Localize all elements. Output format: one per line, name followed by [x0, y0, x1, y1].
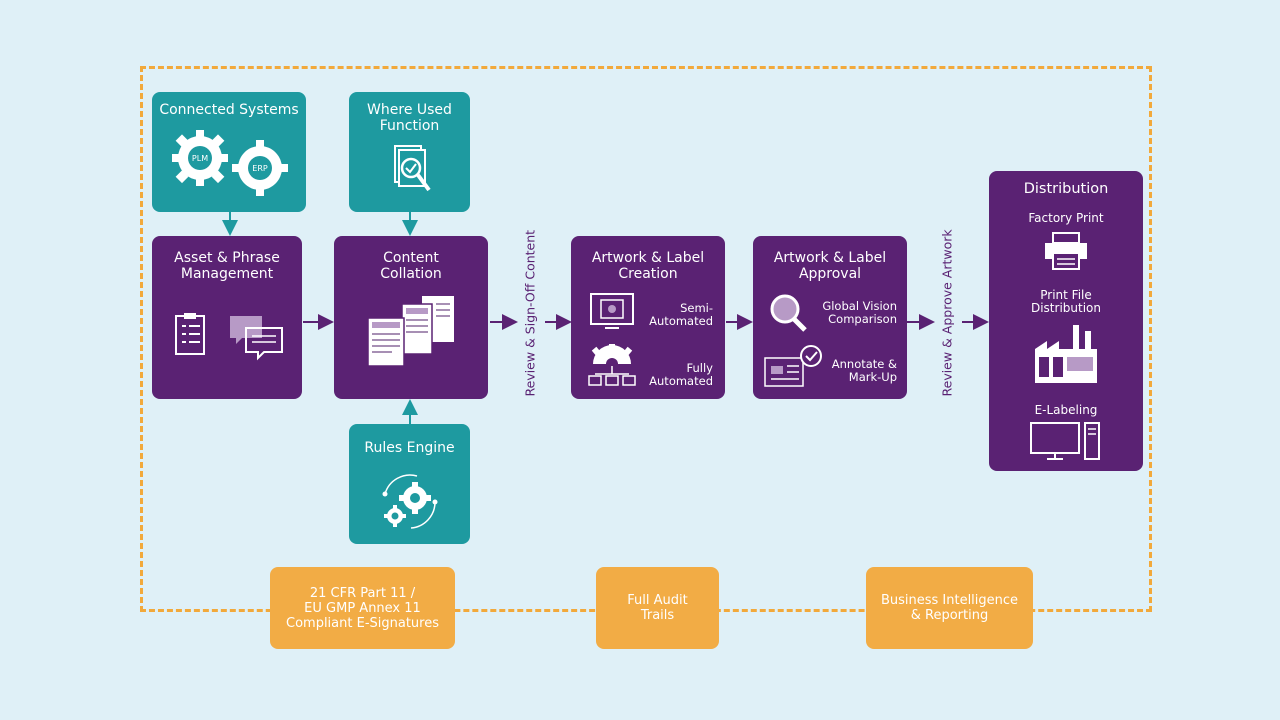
business-intelligence-label: Business Intelligence& Reporting: [880, 593, 1019, 623]
gear-label-right: ERP: [252, 164, 268, 173]
monitor-icon: [590, 293, 634, 329]
rules-engine-title: Rules Engine: [364, 440, 455, 456]
gear-label-left: PLM: [192, 154, 208, 163]
rules-engine-box: Rules Engine: [349, 424, 470, 544]
magnifier-icon: [770, 294, 807, 332]
e-labeling-label: E-Labeling: [1034, 403, 1098, 417]
factory-print-label: Factory Print: [1028, 211, 1104, 225]
computer-icon: [1030, 422, 1100, 460]
gears-icon: PLM ERP: [172, 130, 288, 196]
checklist-chat-icon: [175, 313, 283, 361]
document-search-icon: [394, 145, 431, 192]
printer-icon: [1045, 232, 1087, 270]
documents-icon: [367, 296, 454, 367]
review-approve-label: Review & Approve Artwork: [939, 229, 955, 397]
review-signoff-label: Review & Sign-Off Content: [522, 229, 538, 397]
business-intelligence-box: Business Intelligence& Reporting: [866, 567, 1033, 649]
automation-gear-icon: [588, 344, 636, 386]
factory-icon: [1035, 325, 1097, 383]
connected-systems-box: Connected Systems PLM ERP: [152, 92, 306, 212]
annotate-icon: [764, 345, 822, 387]
annotate-markup-label: Annotate &Mark-Up: [831, 357, 897, 384]
connected-systems-title: Connected Systems: [159, 102, 299, 118]
semi-automated-label: Semi-Automated: [649, 301, 713, 328]
distribution-title: Distribution: [1023, 181, 1109, 197]
rules-gear-icon: [382, 474, 438, 529]
